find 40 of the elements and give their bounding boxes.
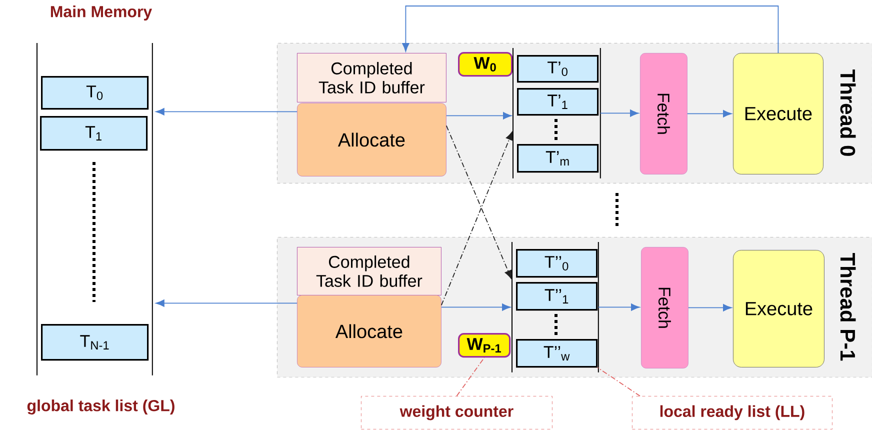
thread-label: Thread P-1 (840, 252, 856, 361)
arrow (440, 131, 513, 306)
task-box: T’’$_{w}$ (516, 339, 598, 368)
arrow (156, 108, 298, 116)
leader-line (456, 357, 485, 396)
fetch-box: Fetch (641, 247, 688, 368)
arrow (686, 110, 732, 118)
arrow (156, 300, 298, 307)
task-box: T’$_{1}$ (517, 88, 599, 116)
list-caption: global task list (GL) (27, 400, 174, 415)
callout-box: local ready list (LL) (632, 396, 832, 430)
list-column (512, 242, 599, 373)
task-box: T’’$_{1}$ (516, 282, 598, 311)
list-column (512, 48, 601, 179)
fetch-box: Fetch (640, 53, 688, 174)
arrow (688, 304, 732, 312)
column-heading: Main Memory (50, 6, 152, 20)
arrow (598, 304, 640, 311)
arrow (440, 304, 511, 311)
allocate-box: Allocate (297, 295, 442, 368)
task-box: T$_{N-1}$ (41, 324, 149, 361)
leader-line (597, 367, 640, 396)
thread-label: Thread 0 (840, 69, 856, 156)
buffer-box: Completed Task ID buffer (297, 247, 442, 296)
task-box: T’$_{0}$ (517, 55, 599, 83)
allocate-box: Allocate (297, 103, 446, 176)
weight-badge: W$_{0}$ (458, 52, 513, 77)
execute-box: Execute (733, 250, 824, 368)
task-box: T$_{0}$ (41, 76, 149, 110)
task-box: T’$_{m}$ (517, 144, 599, 173)
arrow (600, 110, 639, 117)
arrow (402, 6, 779, 54)
arrow (446, 125, 512, 280)
weight-badge: W$_{P-1}$ (458, 333, 511, 358)
task-box: T$_{1}$ (40, 116, 148, 151)
callout-box: weight counter (361, 396, 552, 430)
buffer-box: Completed Task ID buffer (297, 53, 446, 102)
execute-box: Execute (733, 53, 824, 174)
task-box: T’’$_{0}$ (516, 249, 598, 278)
arrow (446, 112, 512, 120)
